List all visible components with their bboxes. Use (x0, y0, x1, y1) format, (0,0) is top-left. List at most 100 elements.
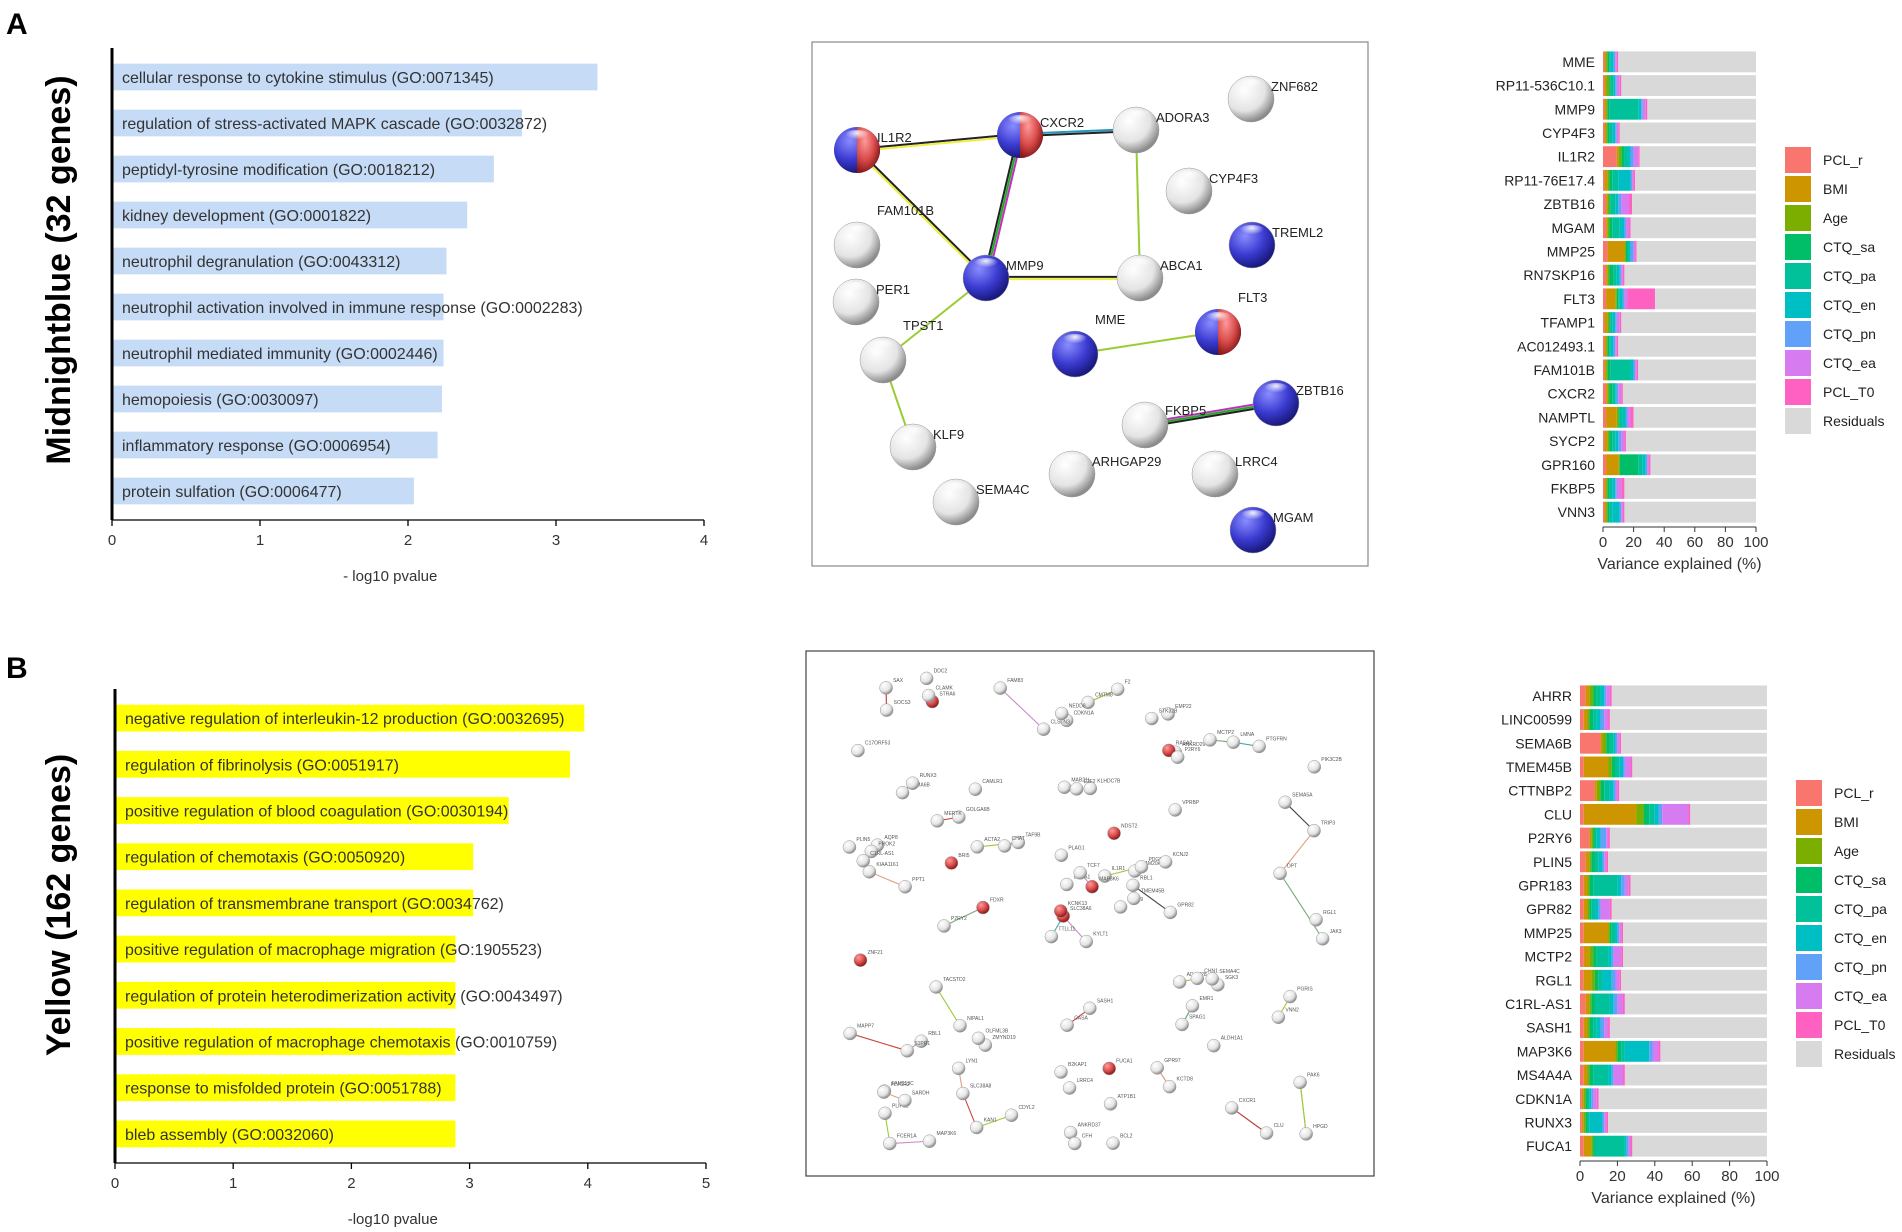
network-node (1163, 905, 1178, 920)
variance-segment (1609, 685, 1612, 707)
variance-segment (1619, 756, 1624, 778)
x-tick-label: 60 (1686, 534, 1703, 551)
network-node-label: SASH1 (1097, 998, 1114, 1004)
variance-segment (1636, 359, 1639, 381)
variance-segment (1593, 827, 1595, 849)
go-term-label: regulation of fibrinolysis (GO:0051917) (125, 757, 399, 774)
variance-segment (1612, 217, 1620, 239)
network-node-label: SARDH (912, 1091, 930, 1097)
variance-segment-residual (1609, 1017, 1767, 1039)
network-node-label: MGAM (1273, 510, 1313, 525)
variance-segment (1604, 98, 1607, 120)
variance-segment (1580, 732, 1601, 754)
variance-segment (1613, 1064, 1624, 1086)
variance-segment (1604, 169, 1608, 191)
variance-segment (1619, 75, 1622, 96)
network-node (905, 776, 920, 790)
variance-segment (1610, 75, 1614, 96)
variance-segment-residual (1621, 969, 1767, 991)
network-node (1079, 934, 1094, 949)
go-term-label: positive regulation of macrophage chemot… (125, 1035, 557, 1052)
variance-segment (1606, 264, 1608, 286)
variance-segment (1604, 1017, 1609, 1039)
variance-segment (1606, 383, 1608, 405)
network-node-label: MCTP2 (1217, 730, 1234, 736)
network-node (1150, 1061, 1164, 1075)
variance-segment (1619, 922, 1622, 944)
gene-label: MMP9 (1555, 101, 1596, 117)
network-node (1036, 722, 1051, 737)
variance-segment (1604, 430, 1608, 452)
network-node-label: PPT1 (912, 877, 925, 883)
legend-swatch (1785, 234, 1811, 260)
network-node-label: MMP9 (1006, 258, 1044, 273)
network-node-label: SLC38A6 (1070, 906, 1092, 912)
network-node-label: SEMA5A (1292, 792, 1313, 798)
variance-segment (1615, 1040, 1618, 1062)
network-node-label: CAMLR1 (982, 779, 1003, 785)
go-enrichment-chart-a: cellular response to cytokine stimulus (… (108, 48, 708, 585)
network-node-label: ZMYND19 (992, 1035, 1016, 1041)
gene-label: FLT3 (1563, 291, 1595, 307)
x-tick-label: 2 (404, 532, 412, 549)
network-node-label: JAK3 (1330, 929, 1342, 935)
legend-label: BMI (1834, 814, 1859, 830)
variance-segment (1621, 501, 1623, 523)
network-node-label: ADORA3 (1156, 110, 1209, 125)
network-node (1158, 855, 1173, 869)
variance-segment (1608, 946, 1612, 967)
variance-segment (1611, 1064, 1614, 1086)
x-tick-label: 4 (584, 1175, 592, 1192)
variance-segment (1627, 406, 1631, 428)
variance-segment (1607, 169, 1610, 191)
variance-segment (1589, 993, 1592, 1015)
variance-segment (1606, 827, 1609, 849)
variance-segment (1638, 98, 1642, 120)
network-node (879, 681, 893, 695)
variance-segment (1602, 969, 1612, 991)
variance-segment (1645, 454, 1648, 476)
gene-label: RP11-76E17.4 (1504, 172, 1595, 188)
variance-segment (1621, 1040, 1625, 1062)
network-node-label: CASA (1074, 1015, 1088, 1021)
variance-segment (1622, 288, 1625, 310)
variance-segment (1610, 335, 1614, 357)
network-node-label: PIK3C2B (1321, 757, 1342, 763)
variance-segment (1658, 803, 1663, 825)
variance-segment (1608, 922, 1610, 944)
x-tick-label: 1 (256, 532, 264, 549)
variance-segment (1594, 780, 1597, 802)
variance-segment (1604, 312, 1608, 333)
variance-segment (1593, 1088, 1597, 1110)
variance-segment (1619, 264, 1622, 286)
variance-segment (1619, 312, 1622, 333)
variance-segment (1616, 264, 1620, 286)
variance-segment (1617, 875, 1622, 896)
variance-segment (1583, 1017, 1588, 1039)
network-edge (1279, 873, 1324, 940)
variance-segment-residual (1624, 993, 1767, 1015)
network-edge (1279, 830, 1315, 874)
variance-segment (1625, 217, 1630, 239)
variance-segment (1594, 898, 1599, 920)
legend-swatch (1796, 838, 1822, 864)
variance-segment (1607, 312, 1610, 333)
variance-segment (1594, 969, 1599, 991)
variance-segment (1603, 430, 1605, 452)
variance-segment (1591, 898, 1595, 920)
variance-segment-residual (1609, 827, 1767, 849)
network-node (1106, 1136, 1120, 1151)
variance-segment (1607, 122, 1610, 144)
variance-segment (1662, 803, 1689, 825)
variance-segment (1580, 851, 1586, 873)
network-node-label: ATP1B1 (1118, 1094, 1136, 1100)
variance-segment (1621, 383, 1623, 405)
gene-label: SEMA6B (1515, 735, 1572, 751)
variance-segment (1612, 169, 1619, 191)
variance-segment (1593, 685, 1597, 707)
variance-segment (1607, 217, 1610, 239)
variance-segment (1596, 1088, 1599, 1110)
variance-segment (1610, 359, 1631, 381)
variance-segment (1612, 478, 1616, 499)
variance-segment (1625, 406, 1628, 428)
